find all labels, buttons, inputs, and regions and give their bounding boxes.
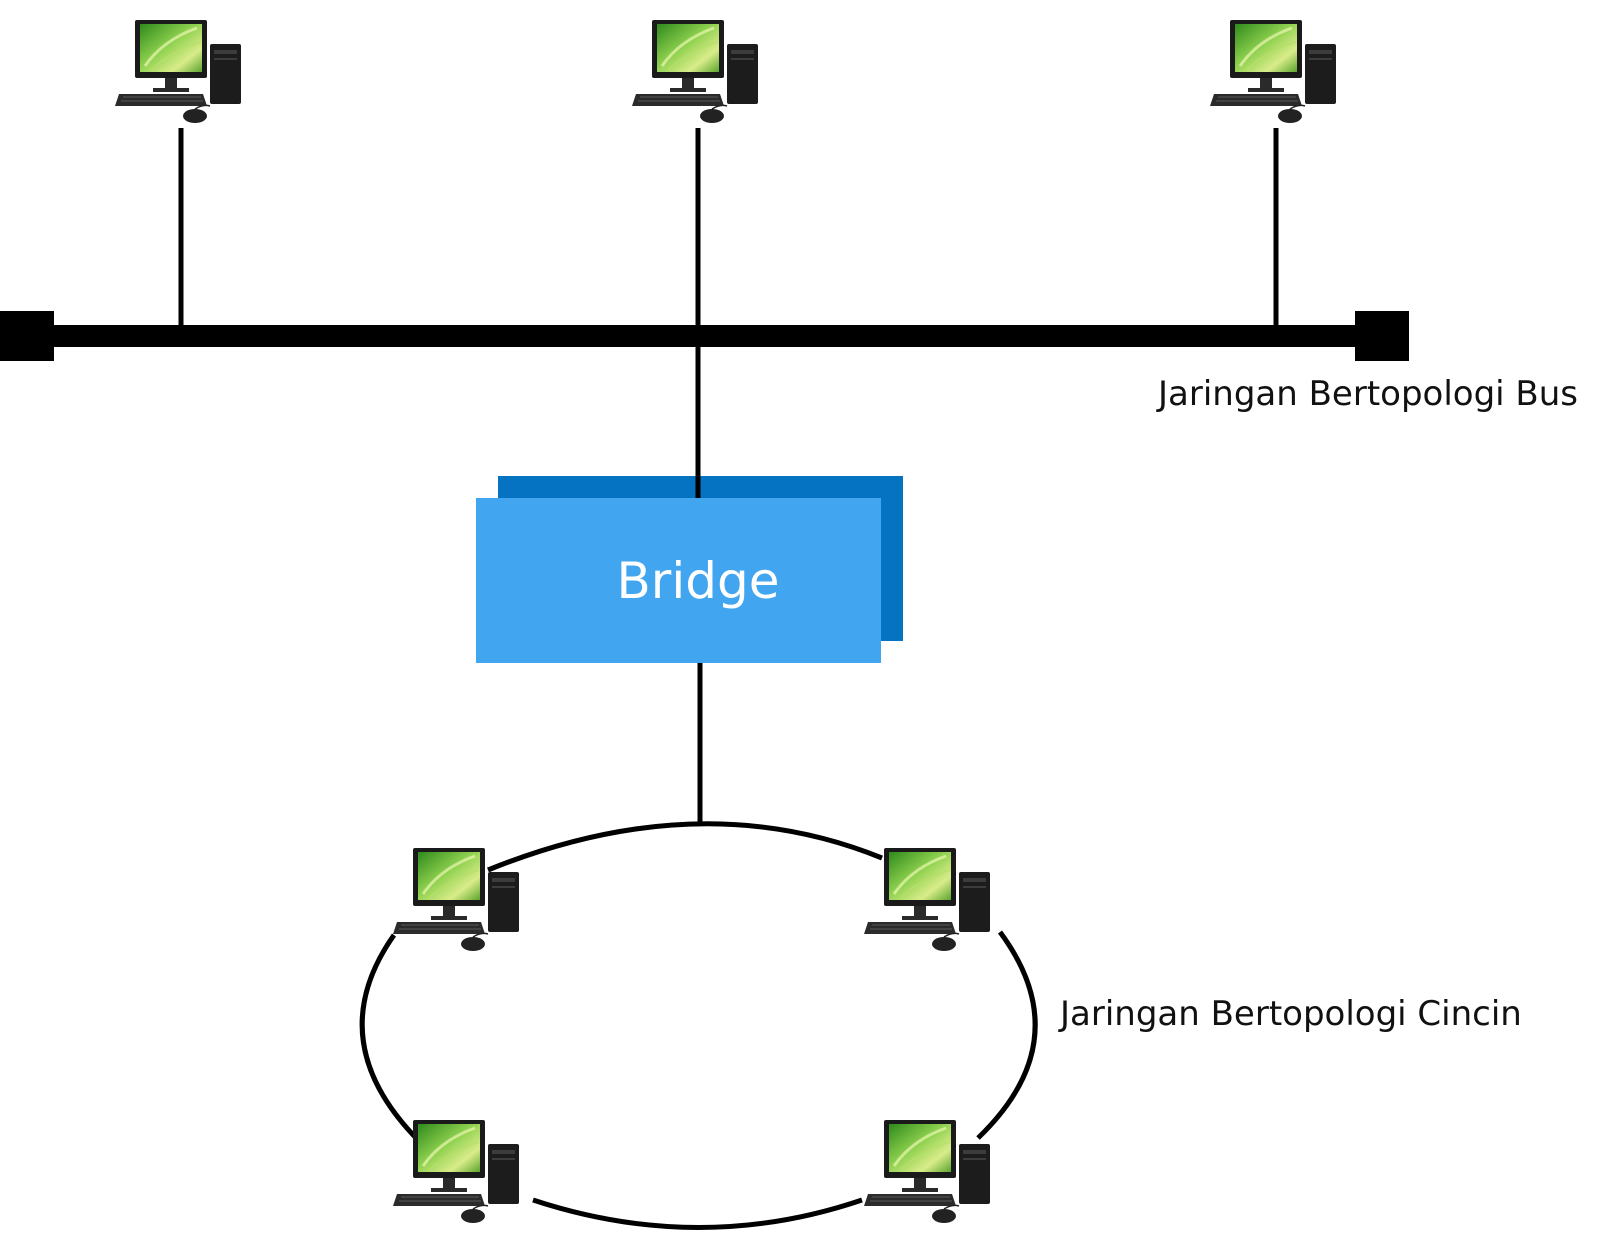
- desktop-computer-icon: [1210, 20, 1338, 125]
- desktop-computer-icon: [115, 20, 243, 125]
- ring-cable-right: [976, 930, 1038, 1140]
- desktop-computer-icon: [864, 848, 992, 953]
- ring-cable-bottom: [532, 1197, 863, 1230]
- bus-terminator-right: [1355, 311, 1409, 361]
- bridge-box: [476, 498, 881, 663]
- bridge-label: Bridge: [617, 552, 780, 610]
- ring-cable-left: [359, 933, 420, 1142]
- bus-network-label: Jaringan Bertopologi Bus: [1156, 374, 1578, 414]
- desktop-computer-icon: [864, 1120, 992, 1225]
- ring-network-label: Jaringan Bertopologi Cincin: [1058, 994, 1522, 1034]
- ring-cable-top: [487, 821, 883, 873]
- bridge-device: Bridge: [476, 476, 903, 663]
- desktop-computer-icon: [632, 20, 760, 125]
- bus-network: Jaringan Bertopologi Bus: [0, 20, 1578, 414]
- bus-terminator-left: [0, 311, 54, 361]
- ring-network: Jaringan Bertopologi Cincin: [359, 821, 1522, 1230]
